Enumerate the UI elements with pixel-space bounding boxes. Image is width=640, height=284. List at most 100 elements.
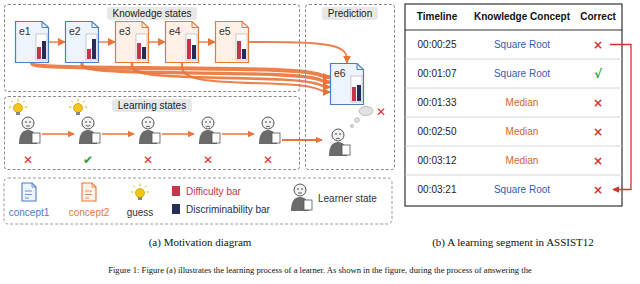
legend-holder: Difficulty bar <box>186 186 241 197</box>
table-cell: Square Root <box>494 184 550 196</box>
label-holder: Square Root <box>494 68 550 80</box>
discriminability-bar <box>357 85 361 101</box>
thought-bubble <box>359 107 373 116</box>
label-holder: × <box>593 182 603 196</box>
bar-frame <box>186 34 197 60</box>
exercise-doc: e6 <box>330 63 364 105</box>
answer-mark: × <box>593 182 603 196</box>
legend-holder: Discriminability bar <box>186 204 270 215</box>
state-arrow <box>162 133 194 135</box>
table-cell: 00:01:33 <box>418 97 457 109</box>
figure-caption: Figure 1: Figure (a) illustrates the lea… <box>108 265 532 275</box>
exercise-doc: e5 <box>215 21 249 63</box>
discriminability-bar <box>242 49 246 59</box>
label-holder: (b) A learning segment in ASSIST12 <box>432 236 594 249</box>
legend-doc-icon <box>22 183 36 201</box>
doc-fold <box>42 22 49 28</box>
group-heading: Knowledge states <box>107 7 198 20</box>
thought-bubble <box>355 118 360 123</box>
legend-text: Discriminability bar <box>186 204 270 215</box>
flow-arrow <box>49 41 65 43</box>
answer-mark: ✔ <box>83 153 93 167</box>
guess-bulb <box>69 99 87 116</box>
legend-holder: concept2 <box>69 207 110 218</box>
label-holder: ✕ <box>143 153 153 167</box>
legend-text: guess <box>127 207 154 218</box>
group-box: Learning states <box>4 96 300 170</box>
difficulty-bar <box>87 49 91 59</box>
legend-holder: concept1 <box>9 207 50 218</box>
table-cell: Median <box>506 97 539 109</box>
thought-bubble <box>351 125 354 128</box>
learner-icon <box>259 117 280 144</box>
group-heading: Prediction <box>322 7 378 20</box>
legend-box <box>4 178 392 224</box>
doc-outline <box>331 64 364 105</box>
answer-mark: ✕ <box>263 153 273 167</box>
difficulty-bar <box>187 39 191 59</box>
label-holder: Median <box>506 126 539 138</box>
table-cell: 00:00:25 <box>418 39 457 51</box>
answer-mark: ✕ <box>143 153 153 167</box>
label-holder: Square Root <box>494 184 550 196</box>
table-cell: Timeline <box>417 11 457 23</box>
legend-doc-icon <box>82 183 96 201</box>
learner-icon <box>139 117 160 144</box>
state-arrow <box>102 133 134 135</box>
label-holder: √ <box>594 66 602 80</box>
exercise-doc: e1 <box>15 21 49 63</box>
table-cell: 00:01:07 <box>418 68 457 80</box>
exercise-label: e3 <box>119 25 131 38</box>
legend-text: concept1 <box>9 207 50 218</box>
difficulty-bar <box>137 43 141 59</box>
doc-outline <box>66 22 99 63</box>
table-rule <box>405 59 622 175</box>
label-holder: ✔ <box>83 153 93 167</box>
label-holder: Median <box>506 155 539 167</box>
label-holder: Correct <box>580 11 616 23</box>
caption-holder: Figure 1: Figure (a) illustrates the lea… <box>108 265 532 275</box>
state-arrow <box>222 133 254 135</box>
label-holder: × <box>593 37 603 51</box>
recall-arrow <box>610 45 631 190</box>
label-holder: ✕ <box>203 153 213 167</box>
difficulty-bar <box>237 41 241 59</box>
label-holder: 00:02:50 <box>418 126 457 138</box>
table-cell: Median <box>506 126 539 138</box>
answer-mark: ✕ <box>203 153 213 167</box>
exercise-label: e1 <box>19 25 31 38</box>
discriminability-bar <box>42 41 46 59</box>
legend-bulb <box>131 184 149 201</box>
difficulty-bar <box>352 87 356 101</box>
answer-mark: × <box>593 153 603 167</box>
answer-mark: × <box>593 95 603 109</box>
legend-holder: Learner state <box>318 193 377 204</box>
label-holder: ✕ <box>263 153 273 167</box>
label-holder: Square Root <box>494 39 550 51</box>
flow-arrow <box>249 42 347 63</box>
table-frame <box>405 4 622 206</box>
exercise-doc: e4 <box>165 21 199 63</box>
legend-swatch <box>172 186 180 196</box>
group-box: Prediction e6 <box>305 4 395 170</box>
label-holder: 00:03:12 <box>418 155 457 167</box>
legend-swatch <box>172 204 180 214</box>
doc-outline <box>116 22 149 63</box>
label-holder: 00:03:21 <box>418 184 457 196</box>
bar-frame <box>136 34 147 60</box>
table-cell: 00:02:50 <box>418 126 457 138</box>
exercise-label: e6 <box>334 67 346 80</box>
doc-outline <box>16 22 49 63</box>
group-heading: Learning states <box>112 99 192 112</box>
learner-icon <box>19 117 40 144</box>
label-holder: 00:01:33 <box>418 97 457 109</box>
answer-mark: × <box>593 124 603 138</box>
label-holder: Timeline <box>417 11 457 23</box>
discriminability-bar <box>92 39 96 59</box>
learner-icon <box>199 117 220 144</box>
panel-caption: (a) Motivation diagram <box>149 236 252 249</box>
doc-fold <box>142 22 149 28</box>
flow-arrow <box>149 41 165 43</box>
